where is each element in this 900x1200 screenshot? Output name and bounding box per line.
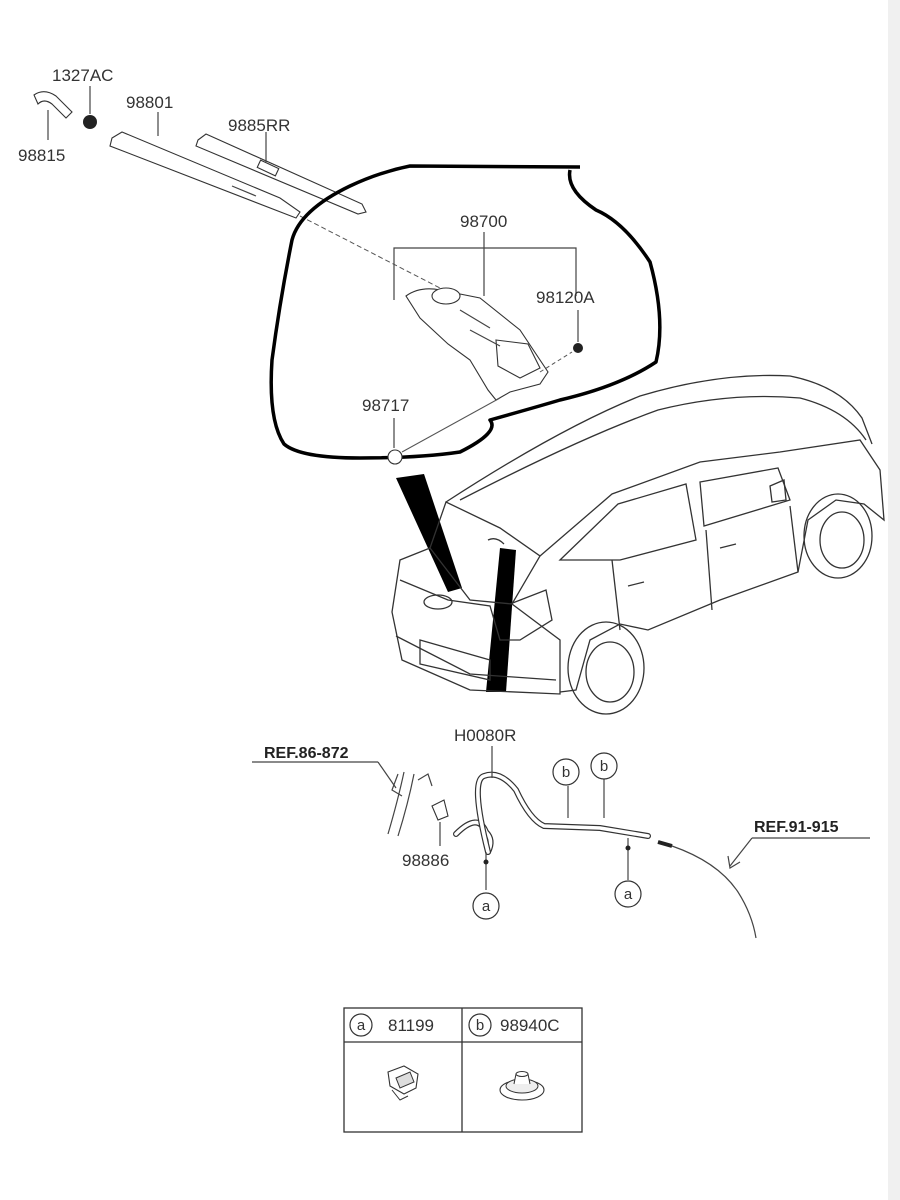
motor-detail	[459, 309, 501, 347]
marker-b2: b	[590, 752, 618, 780]
car-badge	[423, 594, 453, 610]
label-ref-right: REF.91-915	[754, 819, 839, 836]
car-plate-area	[419, 639, 491, 681]
marker-b1: b	[552, 758, 580, 786]
hose-part-inner	[476, 772, 650, 854]
clip-81199-icon	[387, 1065, 419, 1101]
arm-detail	[231, 185, 257, 197]
legend-code-a: 81199	[388, 1016, 434, 1035]
clip-a2-dot	[625, 845, 631, 851]
ref-right-hose	[657, 841, 757, 939]
screw-axis	[539, 351, 573, 373]
legend-item-a: a 81199	[349, 1013, 434, 1101]
vehicle-illustration	[391, 374, 885, 715]
grommet-axis	[401, 397, 501, 453]
car-rear-rim	[585, 641, 635, 703]
car-rear-wheel	[567, 621, 645, 715]
label-grommet: 98717	[362, 396, 409, 415]
legend-table: a 81199 b 98940C	[343, 1007, 583, 1133]
label-cap: 98815	[18, 146, 65, 165]
hose-part	[474, 771, 651, 855]
car-front-rim	[819, 511, 865, 569]
legend-marker-b-text: b	[476, 1017, 484, 1034]
wiper-blade-part	[195, 133, 367, 215]
grommet-part	[387, 449, 403, 465]
marker-a1-circle	[472, 892, 500, 920]
cap-part	[33, 91, 73, 119]
legend-marker-a-text: a	[357, 1017, 366, 1034]
label-motor-assy: 98700	[460, 212, 507, 231]
ref-left-leader	[377, 761, 397, 789]
wiper-arm-part	[109, 131, 301, 219]
legend-marker-b	[468, 1013, 492, 1037]
legend-border	[343, 1007, 583, 1133]
marker-b2-circle	[590, 752, 618, 780]
blade-clip	[256, 159, 280, 177]
car-rear-wiper-mount	[487, 538, 505, 545]
car-roofline	[445, 374, 873, 503]
label-nozzle: 98886	[402, 851, 449, 870]
marker-a2: a	[614, 880, 642, 908]
label-blade: 9885RR	[228, 116, 290, 135]
highlight-outline	[269, 164, 662, 460]
marker-a2-circle	[614, 880, 642, 908]
car-door-lines	[611, 505, 799, 631]
marker-a1-text: a	[482, 898, 491, 915]
nozzle-part	[431, 799, 449, 821]
legend-item-b: b 98940C	[468, 1013, 560, 1101]
label-nut: 1327AC	[52, 66, 113, 85]
car-mirror	[769, 479, 787, 503]
pointer-wedge-lower	[486, 548, 516, 692]
edge-strip	[888, 0, 900, 1200]
label-screw: 98120A	[536, 288, 595, 307]
car-tailgate	[391, 547, 561, 695]
clip-a1-dot	[483, 859, 489, 865]
car-door-handles	[627, 543, 737, 587]
car-bumper	[395, 635, 557, 681]
car-taillights	[399, 579, 553, 641]
grommet-98940c-icon	[499, 1071, 545, 1101]
marker-a2-text: a	[624, 886, 633, 903]
ref-right-arrowhead	[727, 855, 741, 869]
marker-b2-text: b	[600, 758, 608, 775]
motor-shaft	[431, 287, 461, 305]
label-arm: 98801	[126, 93, 173, 112]
car-roof-rail	[459, 395, 867, 501]
ref-right-hose-end	[657, 840, 673, 848]
motor-bracket-line	[393, 247, 577, 300]
spoiler-edge	[387, 771, 415, 837]
label-hose: H0080R	[454, 726, 516, 745]
arm-axis-line	[299, 215, 441, 289]
pointer-wedge-upper	[396, 474, 462, 592]
nut-part	[83, 115, 97, 129]
car-front-wheel	[803, 493, 873, 579]
legend-marker-a	[349, 1013, 373, 1037]
ref-right-leader	[729, 837, 753, 867]
marker-b1-circle	[552, 758, 580, 786]
car-side	[539, 439, 885, 693]
marker-a1: a	[472, 892, 500, 920]
wiper-motor-group	[387, 232, 583, 465]
car-side-window-front	[699, 467, 791, 527]
screw-part	[573, 343, 583, 353]
marker-b1-text: b	[562, 764, 570, 781]
wiper-arm-group	[33, 86, 441, 289]
car-side-window-rear	[558, 483, 697, 561]
label-ref-left: REF.86-872	[264, 745, 349, 762]
legend-code-b: 98940C	[500, 1016, 560, 1035]
motor-housing	[495, 339, 541, 379]
spoiler-tip	[417, 773, 433, 787]
washer-hose-group	[252, 746, 870, 939]
